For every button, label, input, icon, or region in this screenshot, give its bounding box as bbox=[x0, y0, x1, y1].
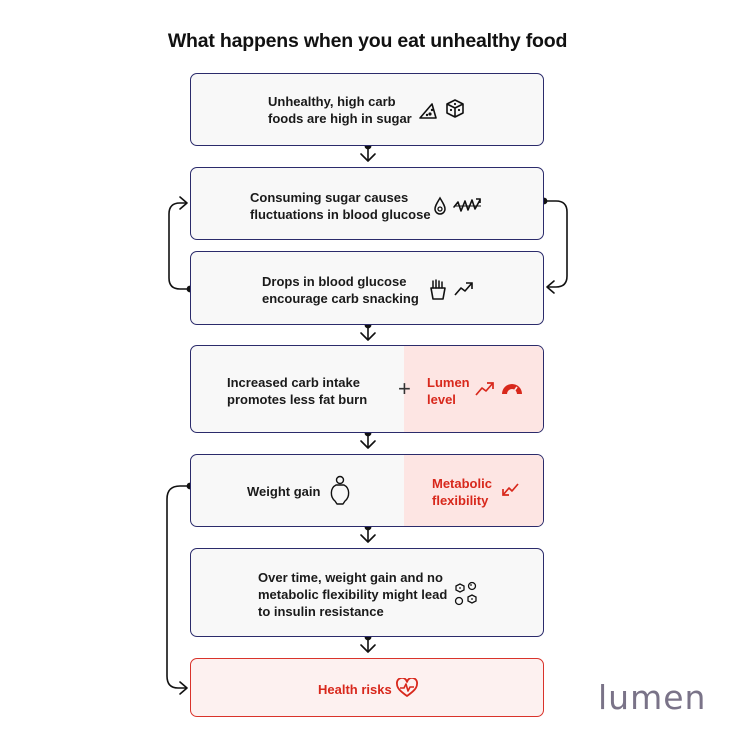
glucose-drop-icon bbox=[434, 196, 446, 215]
zigzag-trend-icon bbox=[453, 198, 481, 212]
step-text: Weight gain bbox=[247, 484, 321, 499]
trend-up-icon bbox=[475, 382, 494, 396]
gauge-icon bbox=[502, 384, 522, 395]
heart-pulse-icon bbox=[396, 678, 418, 697]
trend-up-icon bbox=[454, 282, 473, 296]
trend-down-icon bbox=[502, 483, 519, 496]
lumen-logo: lumen bbox=[598, 678, 707, 717]
sugar-cube-icon bbox=[446, 99, 464, 118]
page-title: What happens when you eat unhealthy food bbox=[167, 30, 568, 52]
plus-sign: + bbox=[398, 376, 411, 401]
step-box-health-risks: Health risks bbox=[190, 658, 544, 717]
body-weight-icon bbox=[330, 475, 350, 505]
cells-icon bbox=[454, 581, 477, 606]
pizza-slice-icon bbox=[419, 103, 437, 119]
fries-icon bbox=[430, 279, 446, 300]
health-risks-label: Health risks bbox=[318, 682, 392, 697]
metabolic-flexibility-panel bbox=[404, 455, 543, 526]
